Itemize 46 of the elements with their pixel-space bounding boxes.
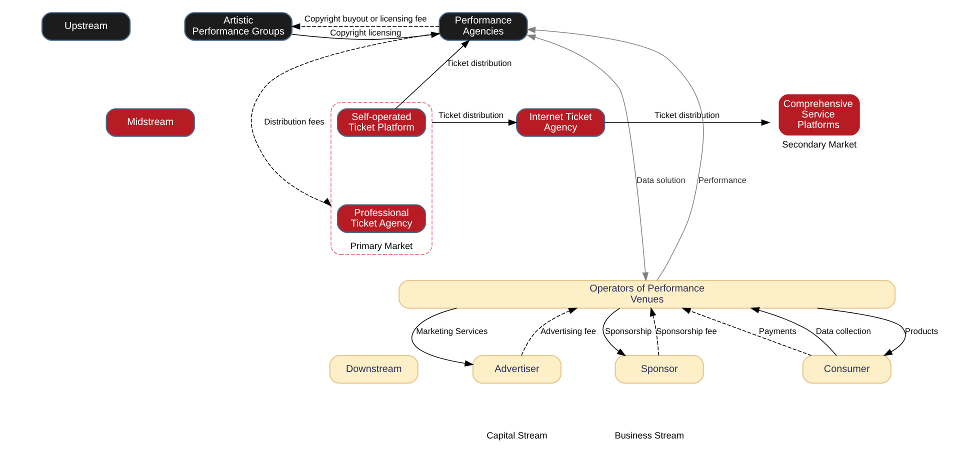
node-box: Artistic Performance Groups: [184, 12, 292, 41]
node-box: Sponsor: [614, 355, 704, 384]
edge-label: Sponsorship fee: [656, 326, 716, 336]
node-box: Upstream: [40, 12, 130, 41]
edge-label: Payments: [758, 326, 796, 336]
arrow: [520, 308, 578, 356]
node-box: Internet Ticket Agency: [516, 108, 605, 137]
node-label: Primary Market: [350, 240, 412, 251]
legend-label: Capital Stream: [486, 430, 547, 440]
arrow: [411, 308, 474, 367]
edge-label: Performance: [698, 175, 746, 186]
node-box: Midstream: [105, 108, 194, 137]
edge-label: Distribution fees: [264, 116, 324, 127]
arrow: [750, 307, 836, 356]
edge-label: Ticket distribution: [654, 110, 720, 120]
arrow: [526, 34, 648, 282]
arrow: [431, 119, 518, 126]
arrow: [290, 23, 440, 30]
arrow: [526, 26, 704, 281]
arrow: [602, 308, 626, 356]
node-label: Secondary Market: [782, 139, 856, 150]
edge-label: Data collection: [815, 326, 870, 336]
edge-label: Copyright buyout or licensing fee: [304, 14, 426, 24]
edge-label: Advertising fee: [540, 326, 596, 336]
arrow: [604, 119, 770, 126]
node-box: Operators of Performance Venues: [398, 280, 896, 309]
arrow: [816, 308, 906, 356]
edge-label: Sponsorship: [604, 326, 652, 336]
arrow: [680, 308, 812, 356]
node-box: Performance Agencies: [438, 12, 528, 41]
edge-label: Marketing Services: [416, 326, 488, 336]
node-box: Comprehensive Service Platforms: [778, 94, 860, 136]
arrow: [394, 40, 470, 110]
edge-label: Ticket distribution: [438, 110, 504, 120]
node-box: Advertiser: [472, 355, 562, 384]
node-box: Professional Ticket Agency: [336, 204, 426, 233]
edge-label: Products: [904, 326, 938, 336]
cluster: [330, 102, 432, 255]
edge-label: Data solution: [636, 175, 685, 186]
legend-label: Business Stream: [614, 430, 684, 440]
node-box: Downstream: [328, 355, 418, 384]
edge-label: Copyright licensing: [330, 28, 401, 38]
arrow: [649, 307, 659, 356]
edge-label: Ticket distribution: [446, 58, 512, 68]
node-box: Self-operated Ticket Platform: [336, 108, 426, 137]
node-box: Consumer: [802, 355, 891, 384]
